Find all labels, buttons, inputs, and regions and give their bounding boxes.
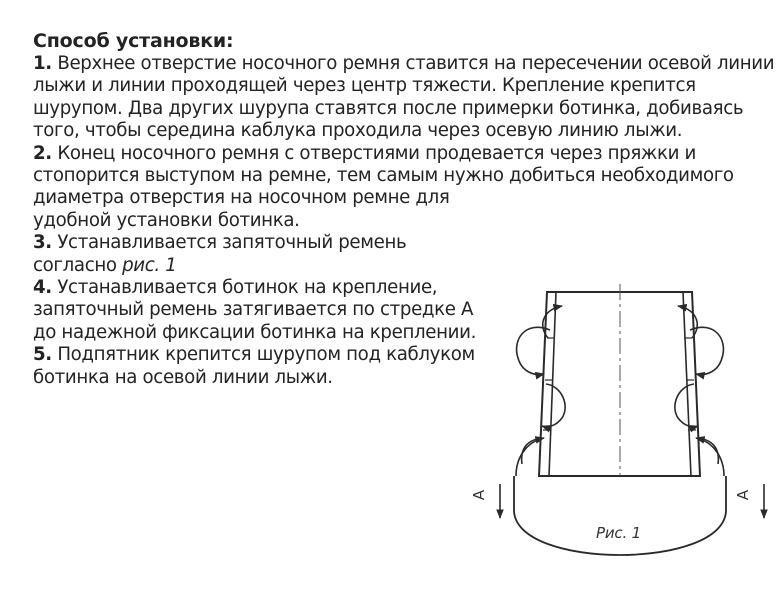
right-threading-arrow-upper	[677, 303, 699, 339]
step-2-text: Конец носочного ремня с отверстиями прод…	[33, 142, 734, 187]
step-4: 4. Устанавливается ботинок на крепление,…	[33, 277, 478, 344]
figure-caption: Рис. 1	[596, 524, 641, 542]
heel-strap-drawing	[496, 284, 768, 556]
step-3: 3. Устанавливается запяточный ремень сог…	[33, 232, 478, 277]
step-3-number: 3.	[33, 232, 52, 254]
step-3-figure-ref: рис. 1	[122, 254, 177, 276]
binding-outline	[537, 291, 702, 477]
figure-heel-strap-diagram: Рис. 1 А А	[470, 280, 780, 600]
right-threading-arrow-top	[689, 326, 725, 380]
right-threading-arrow-middle	[674, 383, 699, 433]
right-strap-inner-line	[682, 291, 692, 477]
step-1-text: Верхнее отверстие носочного ремня ставит…	[33, 53, 775, 142]
step-5-number: 5.	[33, 344, 52, 366]
step-2-continued: диаметра отверстия на носочном ремне для…	[33, 187, 478, 232]
left-direction-a-label: А	[470, 489, 489, 501]
right-direction-a-label: А	[734, 489, 753, 501]
step-1: 1. Верхнее отверстие носочного ремня ста…	[33, 53, 778, 143]
step-4-text: Устанавливается ботинок на крепление, за…	[33, 277, 477, 343]
step-5-text: Подпятник крепится шурупом под каблуком …	[33, 344, 475, 388]
left-threading-arrow-middle	[541, 383, 566, 433]
step-2: 2. Конец носочного ремня с отверстиями п…	[33, 143, 778, 188]
heel-strap-arc	[513, 476, 727, 556]
step-2-number: 2.	[33, 142, 52, 164]
document: Способ установки: 1. Верхнее отверстие н…	[33, 30, 778, 389]
left-threading-arrow-upper	[541, 303, 563, 339]
right-threading-arrow-bottom	[695, 436, 725, 477]
left-threading-arrow-bottom	[515, 436, 545, 477]
section-heading: Способ установки:	[33, 30, 234, 52]
left-strap-inner-line	[548, 291, 557, 477]
left-threading-arrow-top	[515, 326, 551, 380]
step-3-text: Устанавливается запяточный ремень соглас…	[33, 232, 407, 276]
step-5: 5. Подпятник крепится шурупом под каблук…	[33, 344, 478, 389]
step-2-text-continued: диаметра отверстия на носочном ремне для…	[33, 187, 450, 231]
step-1-number: 1.	[33, 53, 52, 74]
step-4-number: 4.	[33, 277, 52, 299]
